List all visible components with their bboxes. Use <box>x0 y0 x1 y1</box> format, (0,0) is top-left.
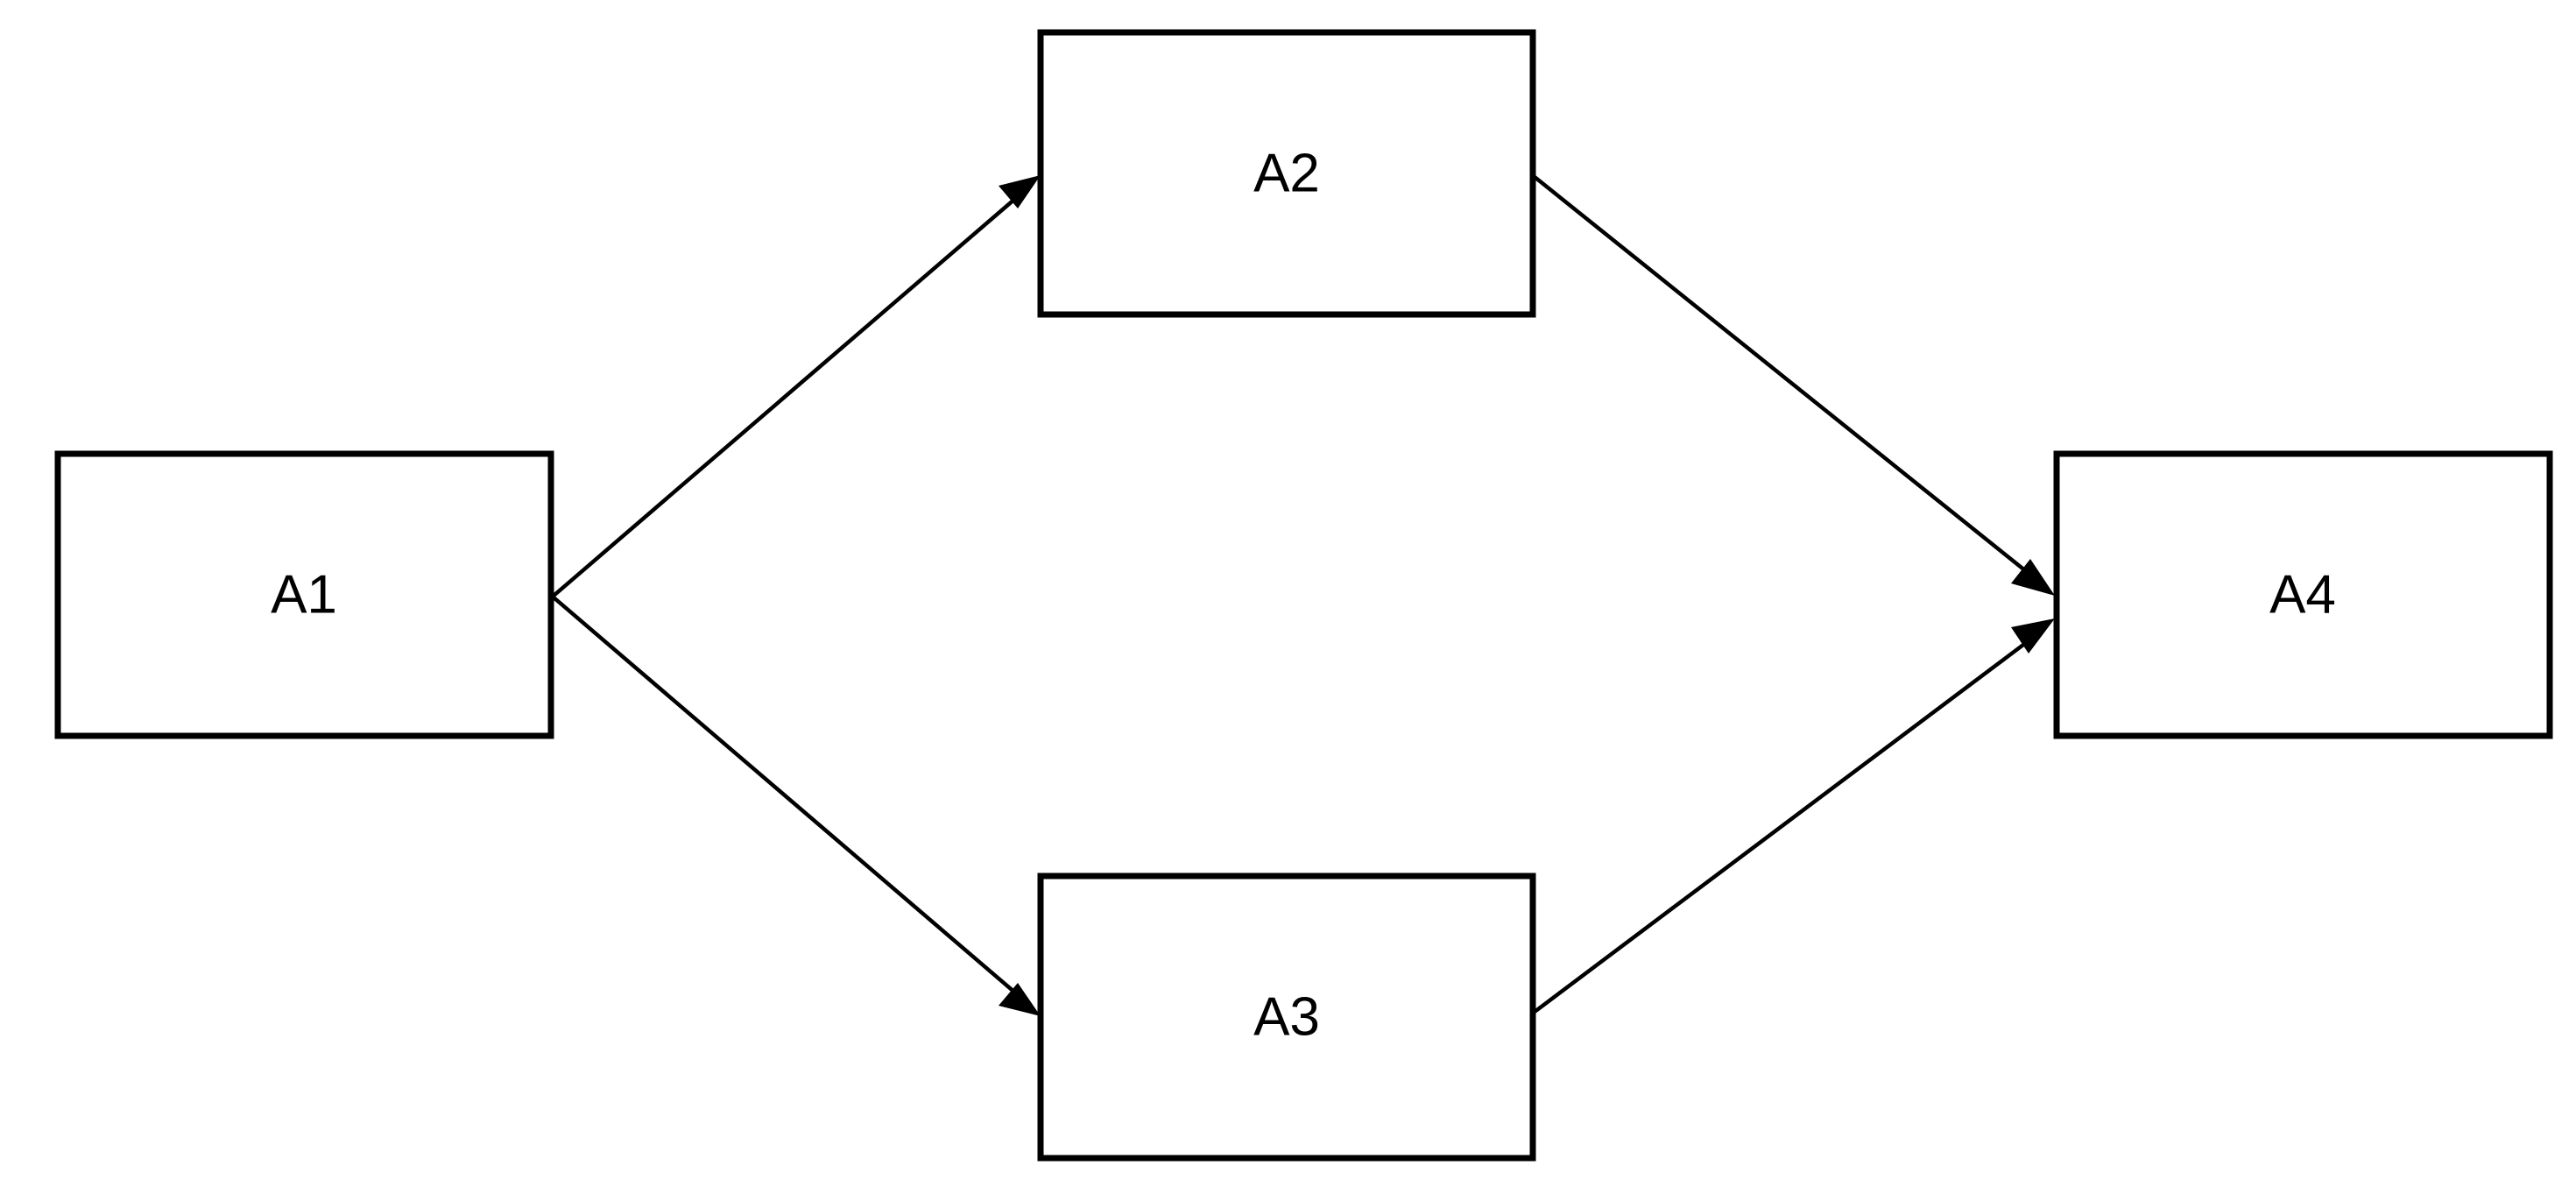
node-a1: A1 <box>54 450 554 739</box>
edge-a1-a3 <box>552 596 1041 1016</box>
edge-a2-a4 <box>1533 175 2055 596</box>
edge-a2-a4-line <box>1533 175 2032 576</box>
edge-a3-a4-arrowhead <box>2011 618 2055 654</box>
edge-a2-a4-arrowhead <box>2011 559 2055 596</box>
node-a4-box <box>2053 450 2553 739</box>
node-a1-label: A1 <box>271 565 337 625</box>
edge-a1-a2 <box>552 175 1041 597</box>
nodes: A1 A2 A3 A4 <box>54 29 2553 1162</box>
node-a3: A3 <box>1037 873 1536 1162</box>
edge-a3-a4 <box>1533 618 2055 1014</box>
edge-a3-a4-line <box>1533 638 2032 1014</box>
node-a2-box <box>1037 29 1536 318</box>
edges <box>552 175 2055 1016</box>
node-a3-label: A3 <box>1253 987 1320 1048</box>
node-a2-label: A2 <box>1253 144 1320 204</box>
edge-a1-a3-line <box>552 596 1018 995</box>
edge-a1-a2-arrowhead <box>999 175 1041 208</box>
node-a2: A2 <box>1037 29 1536 318</box>
edge-a1-a2-line <box>552 196 1018 597</box>
node-a1-box <box>54 450 554 739</box>
node-a3-box <box>1037 873 1536 1162</box>
node-a4: A4 <box>2053 450 2553 739</box>
edge-a1-a3-arrowhead <box>999 983 1041 1016</box>
node-a4-label: A4 <box>2269 565 2336 625</box>
